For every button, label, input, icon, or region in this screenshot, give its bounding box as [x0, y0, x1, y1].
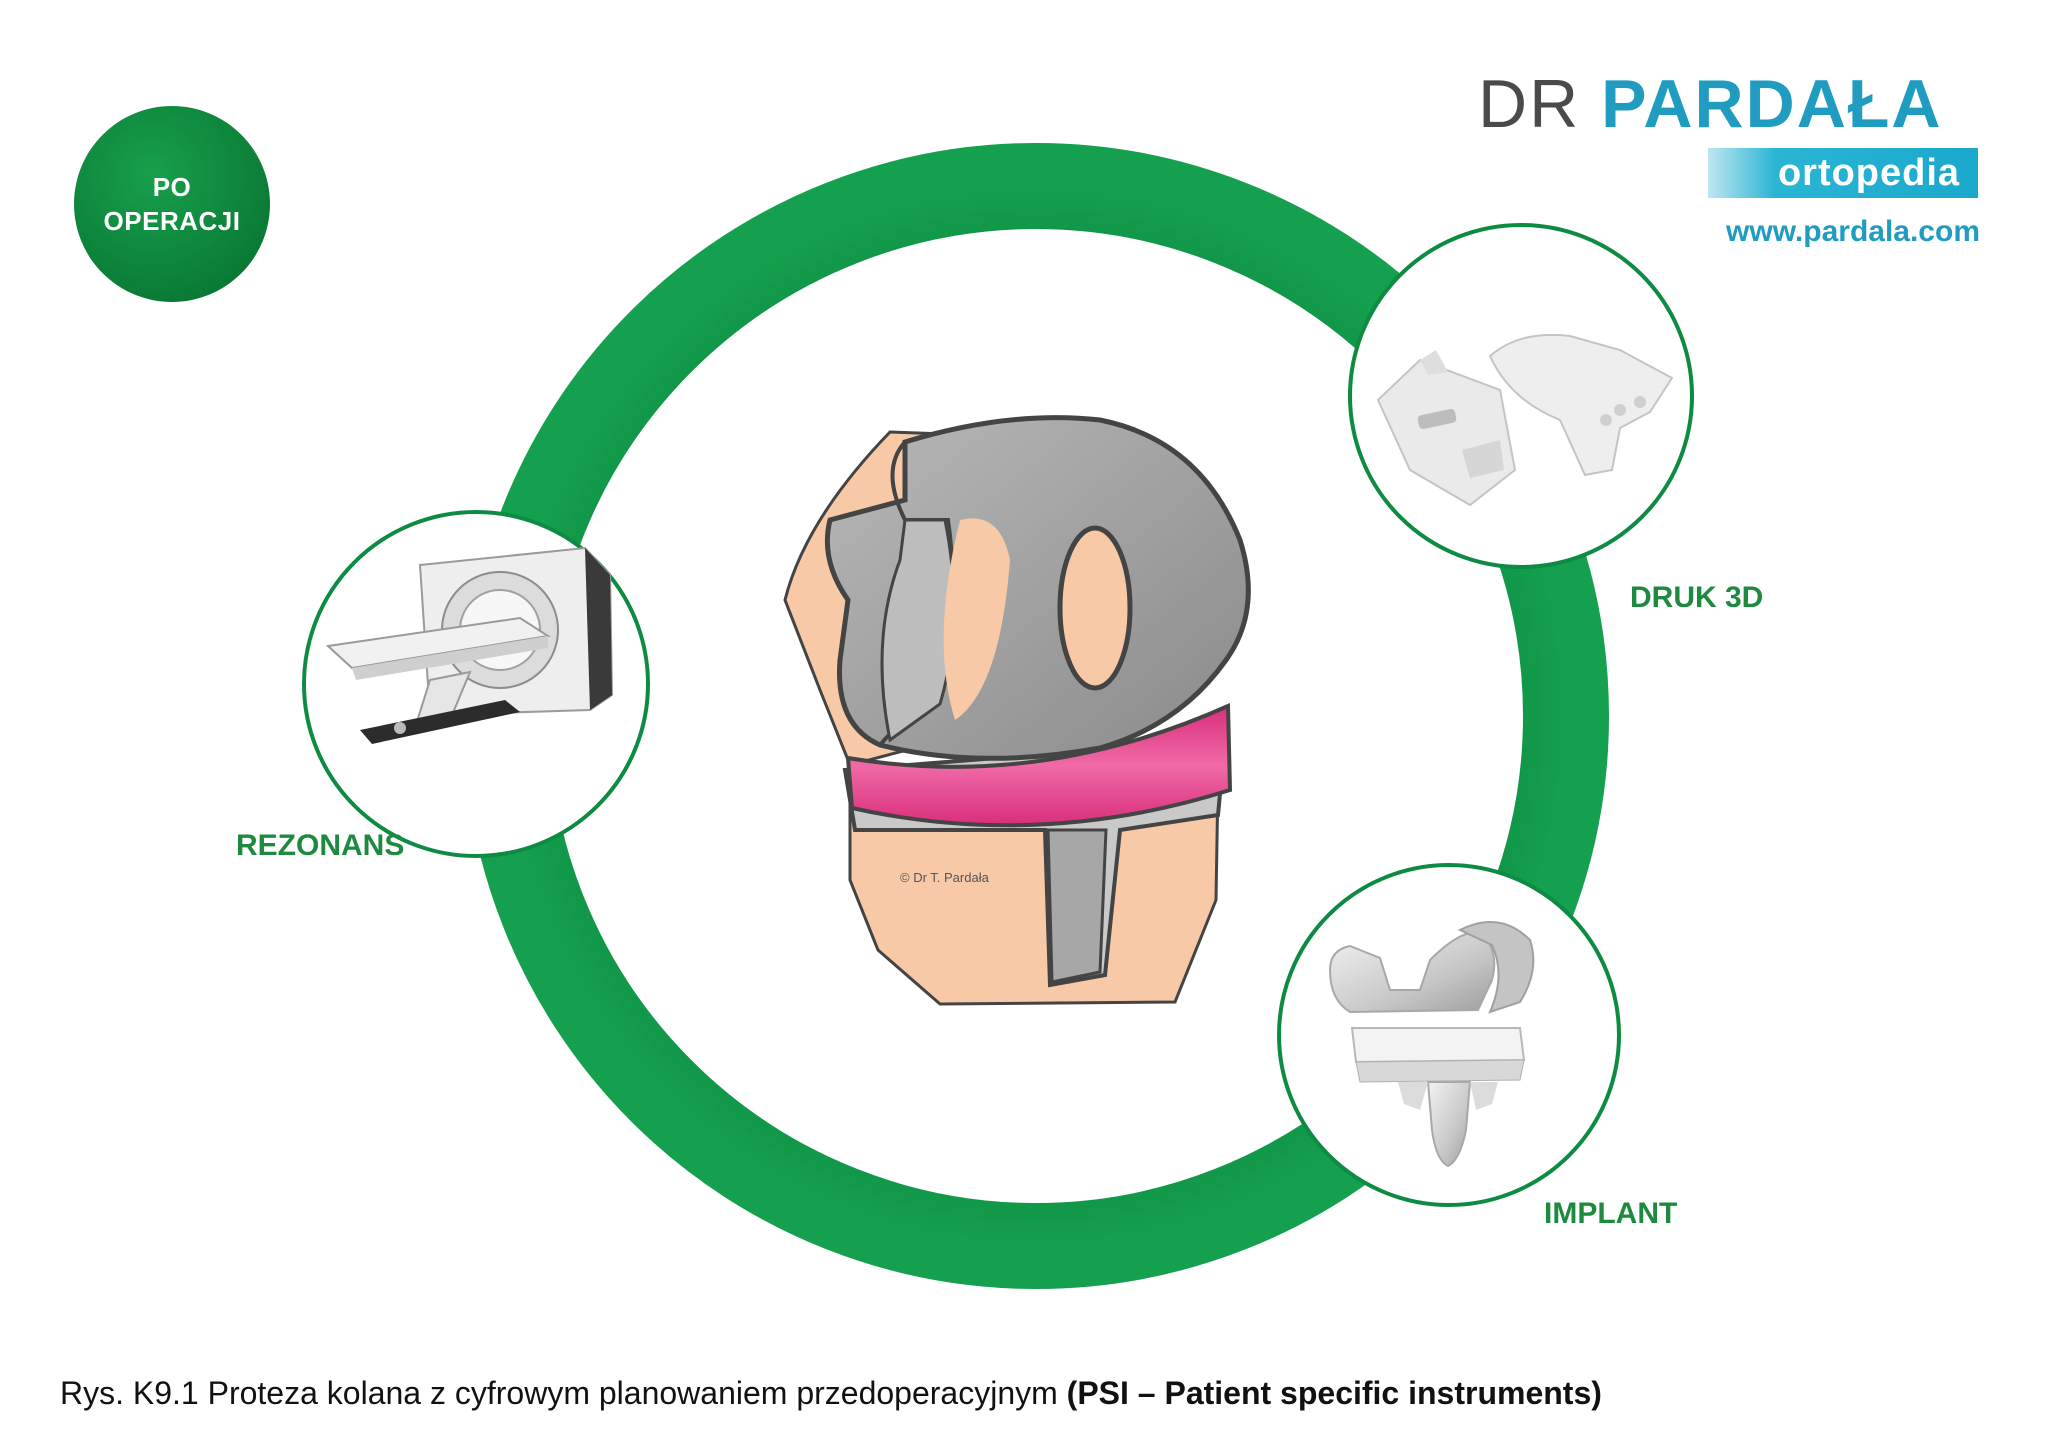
- label-druk-3d: DRUK 3D: [1630, 581, 1764, 614]
- knee-implant-image: [1277, 863, 1621, 1207]
- logo-name: PARDAŁA: [1601, 66, 1943, 142]
- badge-line-1: PO: [152, 172, 192, 202]
- logo-url-link[interactable]: www.pardala.com: [1726, 215, 1980, 248]
- 3d-printed-guide-image: [1348, 223, 1694, 569]
- logo-title: DR PARDAŁA: [1478, 64, 1943, 144]
- knee-illustration: © Dr T. Pardała: [783, 415, 1251, 1006]
- logo-prefix: DR: [1478, 66, 1581, 142]
- status-badge: PO OPERACJI: [74, 106, 270, 302]
- logo-bar: [1708, 148, 1978, 198]
- figure-caption: Rys. K9.1 Proteza kolana z cyfrowym plan…: [60, 1372, 1602, 1414]
- badge-line-2: OPERACJI: [103, 206, 241, 236]
- logo-subtitle: ortopedia: [1777, 152, 1961, 194]
- ct-scanner-image: [302, 510, 650, 858]
- label-implant: IMPLANT: [1544, 1197, 1678, 1230]
- label-rezonans: REZONANS: [236, 829, 405, 862]
- caption-text: Rys. K9.1 Proteza kolana z cyfrowym plan…: [60, 1375, 1067, 1411]
- caption-bold: (PSI – Patient specific instruments): [1066, 1375, 1602, 1411]
- copyright-text: © Dr T. Pardała: [900, 870, 990, 885]
